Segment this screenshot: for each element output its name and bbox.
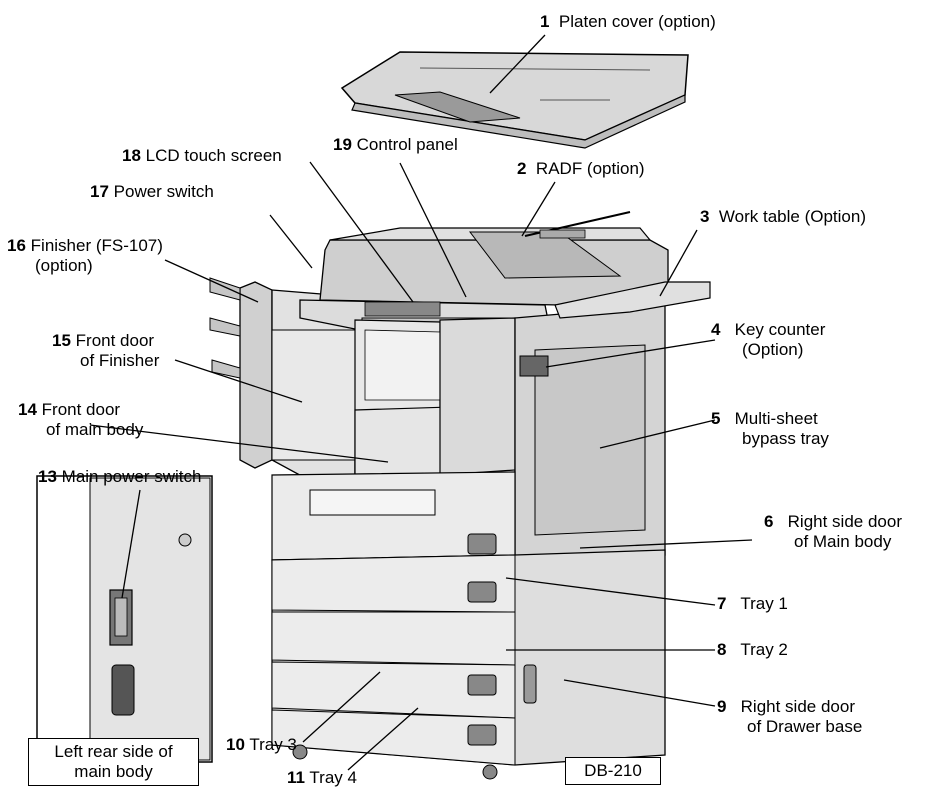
label-power-switch: 17 Power switch [90,182,214,201]
label-tray-3: 10 Tray 3 [226,735,297,754]
radf [319,211,669,306]
label-tray-1: 7 Tray 1 [717,594,788,613]
main-body [271,281,711,561]
label-work-table: 3 Work table (Option) [700,207,866,226]
label-main-power-switch: 13 Main power switch [38,467,202,486]
leader-lines [89,34,753,771]
label-tray-2: 8 Tray 2 [717,640,788,659]
label-lcd-touch-screen: 18 LCD touch screen [122,146,282,165]
platen-cover [340,51,689,149]
label-radf: 2 RADF (option) [517,159,645,178]
label-control-panel: 19 Control panel [333,135,458,154]
drawer-base [271,549,666,780]
inset-caption: Left rear side of main body [28,738,199,786]
label-platen-cover: 1 Platen cover (option) [540,12,716,31]
model-box: DB-210 [565,757,661,785]
label-tray-4: 11 Tray 4 [287,768,357,787]
label-key-counter: 4 Key counter(Option) [711,320,826,359]
label-finisher: 16 Finisher (FS-107)(option) [7,236,163,275]
inset-left-rear [36,475,213,763]
